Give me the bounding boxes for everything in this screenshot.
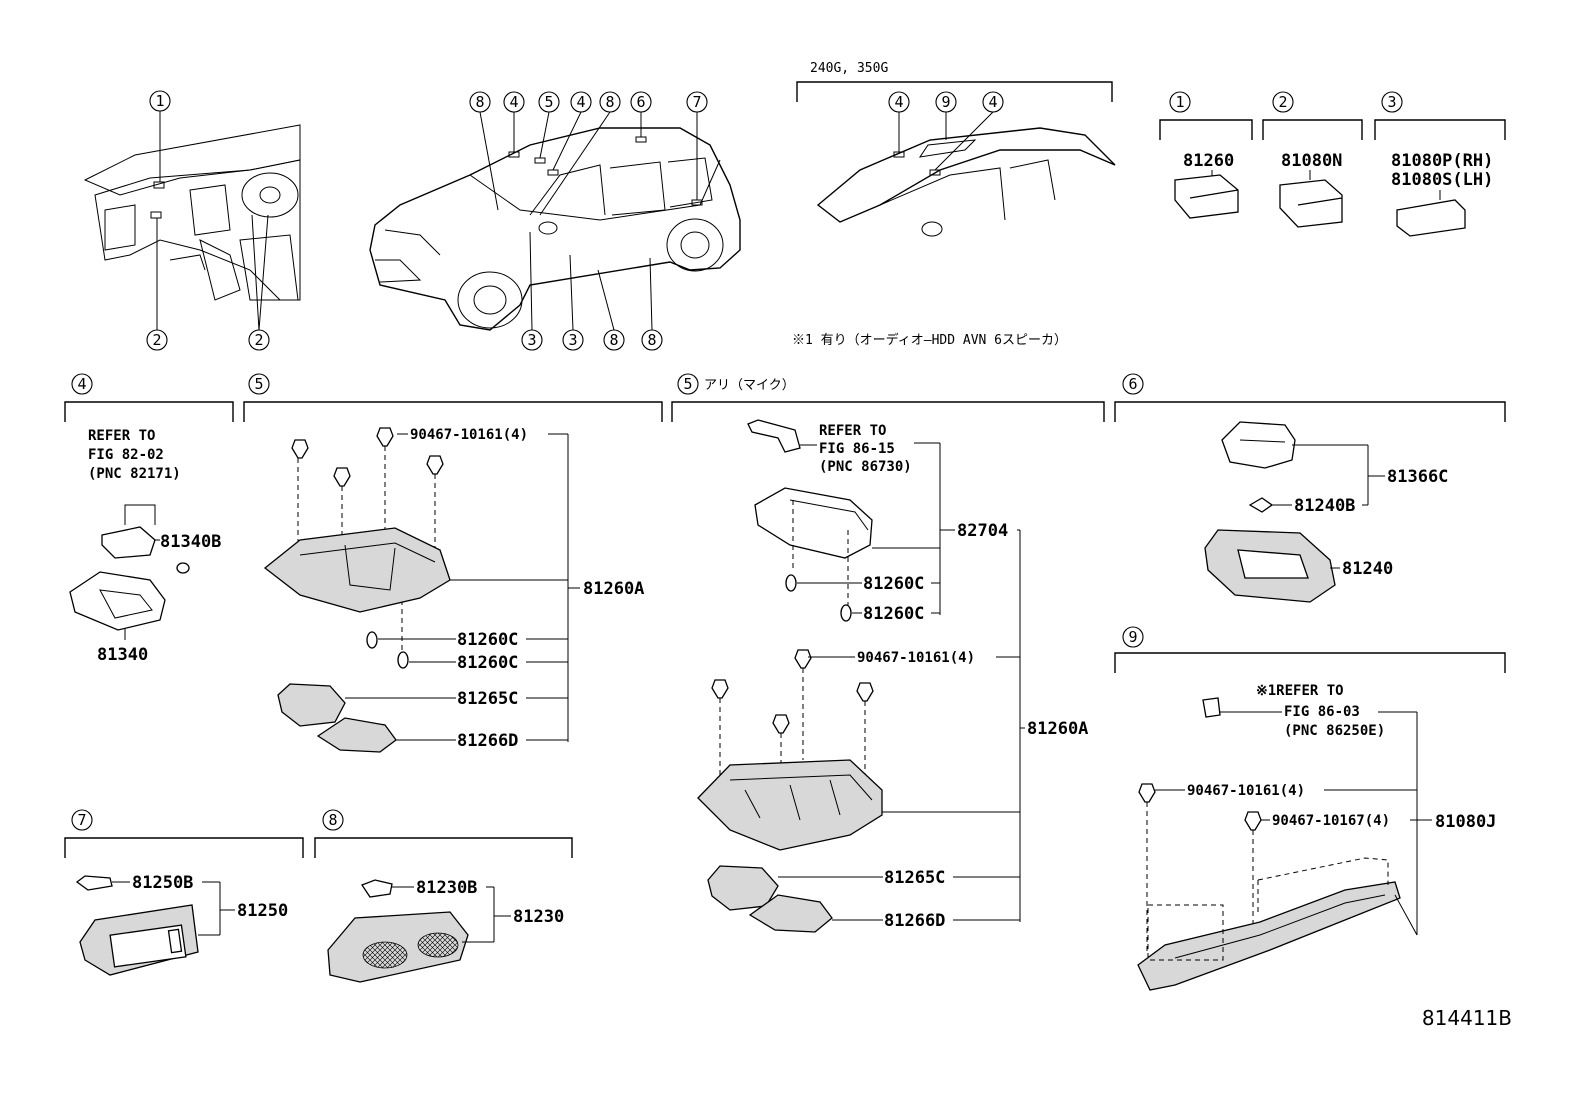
part-81080s: 81080S(LH) [1391,170,1493,190]
svg-text:5: 5 [683,375,692,393]
section-8: 8 81230B 81230 [314,809,573,983]
diagram-id: 814411B [1422,1006,1512,1030]
part-81260c-mic-1: 81260C [863,574,924,594]
svg-text:8: 8 [605,93,614,111]
svg-text:3: 3 [527,331,536,349]
svg-text:4: 4 [576,93,585,111]
refer-line-2: FIG 86-15 [819,441,895,457]
part-81080j: 81080J [1435,812,1496,832]
svg-text:4: 4 [77,375,86,393]
part-81230: 81230 [513,907,564,927]
svg-text:4: 4 [988,93,997,111]
refer-line-2: FIG 82-02 [88,447,164,463]
section-9: 9 ※1REFER TO FIG 86-03 (PNC 86250E) 9046… [1114,626,1506,991]
variant-vehicle: 240G, 350G 4 9 4 ※1 有り（オーディオ—HDD AVN 6スピ… [792,61,1116,348]
part-82704: 82704 [957,521,1008,541]
part-81265c: 81265C [457,689,518,709]
variant-label: 240G, 350G [810,61,888,76]
refer-line-3: (PNC 86730) [819,459,912,475]
section-4: 4 REFER TO FIG 82-02 (PNC 82171) 81340B … [64,373,234,665]
callouts-vehicle-top: 8 4 5 4 8 6 7 [469,91,708,216]
svg-text:7: 7 [77,811,86,829]
part-90467-10161-s9: 90467-10161(4) [1187,783,1305,799]
callout-1-dash: 1 [149,90,171,189]
svg-text:4: 4 [894,93,903,111]
svg-text:8: 8 [609,331,618,349]
part-group-1: 1 81260 [1159,91,1253,219]
section-5-mic: 5 アリ（マイク） REFER TO FIG 86-15 (PNC 86730)… [671,373,1105,933]
svg-text:8: 8 [328,811,337,829]
part-group-2: 2 81080N [1262,91,1363,228]
dashboard-illustration [83,124,301,301]
svg-text:8: 8 [647,331,656,349]
part-81260c-1: 81260C [457,630,518,650]
svg-text:3: 3 [568,331,577,349]
part-81260c-2: 81260C [457,653,518,673]
part-81260a: 81260A [583,579,644,599]
part-81240: 81240 [1342,559,1393,579]
svg-text:8: 8 [475,93,484,111]
part-group-3: 3 81080P(RH) 81080S(LH) [1374,91,1506,237]
callouts-vehicle-bottom: 3 3 8 8 [521,231,663,351]
part-81240b: 81240B [1294,496,1355,516]
svg-text:2: 2 [254,331,263,349]
part-81260c-mic-2: 81260C [863,604,924,624]
svg-text:5: 5 [544,93,553,111]
svg-text:2: 2 [1278,93,1287,111]
refer-line-1: ※1REFER TO [1256,683,1344,699]
svg-text:9: 9 [941,93,950,111]
part-81340: 81340 [97,645,148,665]
part-81260: 81260 [1183,151,1234,171]
section-6: 6 81366C 81240B 81240 [1114,373,1506,603]
svg-text:6: 6 [636,93,645,111]
svg-text:9: 9 [1128,628,1137,646]
vehicle-illustration [369,127,741,331]
callout-2-dash-left: 2 [146,211,168,351]
part-81265c-mic: 81265C [884,868,945,888]
part-90467-10161: 90467-10161(4) [410,427,528,443]
refer-line-1: REFER TO [88,428,155,444]
part-90467-10161-mic: 90467-10161(4) [857,650,975,666]
svg-text:6: 6 [1128,375,1137,393]
part-81260a-mic: 81260A [1027,719,1088,739]
part-81266d: 81266D [457,731,518,751]
refer-line-3: (PNC 82171) [88,466,181,482]
part-81080p: 81080P(RH) [1391,151,1493,171]
svg-text:5: 5 [254,375,263,393]
svg-text:3: 3 [1387,93,1396,111]
svg-text:1: 1 [1175,93,1184,111]
part-81250: 81250 [237,901,288,921]
part-90467-10167: 90467-10167(4) [1272,813,1390,829]
svg-text:2: 2 [152,331,161,349]
section-7: 7 81250B 81250 [64,809,304,976]
section-5: 5 90467-10161(4) 81260A 81260C [243,373,663,753]
svg-text:1: 1 [155,92,164,110]
section-5-alt-label: アリ（マイク） [704,378,795,393]
part-81250b: 81250B [132,873,193,893]
callout-2-dash-right: 2 [248,214,270,351]
refer-line-1: REFER TO [819,423,886,439]
svg-text:4: 4 [509,93,518,111]
part-81340b: 81340B [160,532,221,552]
part-81366c: 81366C [1387,467,1448,487]
part-81080n: 81080N [1281,151,1342,171]
part-81266d-mic: 81266D [884,911,945,931]
part-81230b: 81230B [416,878,477,898]
svg-text:7: 7 [692,93,701,111]
refer-line-2: FIG 86-03 [1284,704,1360,720]
footnote: ※1 有り（オーディオ—HDD AVN 6スピーカ） [792,332,1067,348]
refer-line-3: (PNC 86250E) [1284,723,1385,739]
